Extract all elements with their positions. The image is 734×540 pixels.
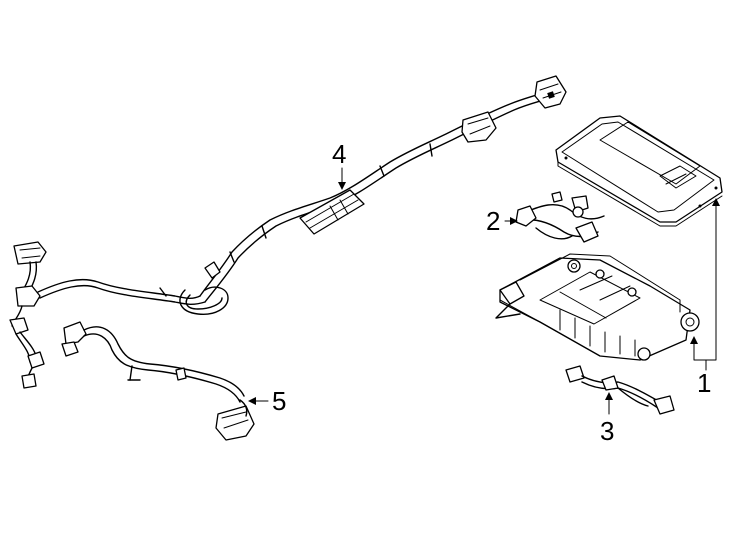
harness-part-4: 4 — [9, 75, 567, 389]
callout-4: 4 — [332, 139, 346, 169]
callout-2: 2 — [486, 206, 500, 236]
callout-1: 1 — [697, 368, 711, 398]
harness-part-3: 3 — [565, 365, 675, 446]
battery-pack-part-1 — [495, 253, 700, 361]
callout-3: 3 — [600, 416, 614, 446]
callout-1-leader: 1 — [690, 198, 720, 398]
harness-part-2: 2 — [486, 191, 605, 243]
callout-5: 5 — [272, 386, 286, 416]
battery-cover-part-1 — [555, 115, 723, 227]
harness-part-5: 5 — [61, 321, 286, 441]
